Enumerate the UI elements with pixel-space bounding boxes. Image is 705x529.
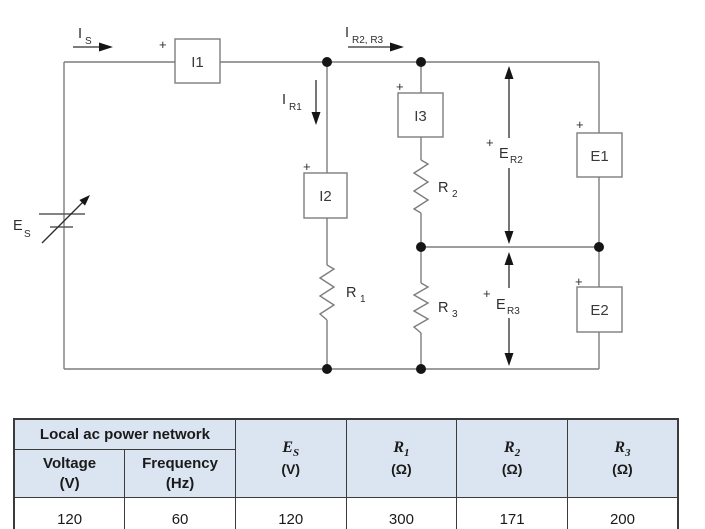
- label-er3-sub: R3: [507, 306, 520, 317]
- plus-er2: +: [486, 135, 494, 150]
- r2-unit: (Ω): [501, 460, 523, 477]
- ac-source-symbol: [39, 195, 90, 244]
- r2-symbol: R: [504, 438, 515, 456]
- meter-i2-label: I2: [319, 188, 332, 205]
- label-ir1-sub: R1: [289, 102, 302, 113]
- label-ir2r3: I: [345, 25, 349, 41]
- label-r2: R: [438, 180, 448, 196]
- meter-i2: I2: [303, 172, 348, 219]
- label-es-sub: S: [24, 229, 31, 240]
- plus-e2: +: [575, 274, 583, 289]
- label-r3-sub: 3: [452, 309, 458, 320]
- label-is: I: [78, 26, 82, 42]
- meter-e2: E2: [576, 286, 623, 333]
- current-arrow-ir1: [311, 80, 321, 125]
- table-header-r1: R1 (Ω): [345, 418, 458, 498]
- value-frequency: 60: [124, 497, 236, 529]
- plus-er3: +: [483, 286, 491, 301]
- r3-symbol: R: [614, 438, 626, 456]
- meter-i3: I3: [397, 92, 444, 138]
- meter-e1-label: E1: [590, 148, 608, 165]
- value-es: 120: [234, 497, 347, 529]
- meter-i1: I1: [174, 38, 221, 84]
- current-arrow-ir2r3: [348, 42, 404, 52]
- table-header-es: ES (V): [234, 418, 347, 498]
- es-unit: (V): [281, 460, 301, 477]
- junction-nodes: [322, 57, 604, 374]
- current-arrow-is: [73, 42, 113, 52]
- frequency-label: Frequency: [142, 455, 218, 472]
- table-header-voltage: Voltage (V): [13, 449, 126, 498]
- r1-symbol: R: [393, 438, 404, 456]
- resistor-r3-symbol: [412, 282, 430, 334]
- table-row: 120 60 120 300 171 200: [13, 497, 679, 529]
- plus-i3: +: [396, 79, 404, 94]
- label-er3: E: [496, 297, 506, 313]
- meter-i3-label: I3: [414, 108, 427, 125]
- label-ir1: I: [282, 92, 286, 108]
- meter-e2-label: E2: [590, 302, 608, 319]
- value-r3: 200: [566, 497, 679, 529]
- label-er2: E: [499, 146, 509, 162]
- label-r3: R: [438, 300, 448, 316]
- label-r1: R: [346, 285, 356, 301]
- r1-unit: (Ω): [391, 460, 412, 477]
- parameters-table: Local ac power network ES (V) R1 (Ω) R2 …: [13, 418, 679, 529]
- value-r1: 300: [345, 497, 458, 529]
- frequency-unit: (Hz): [165, 474, 195, 492]
- plus-i1: +: [159, 37, 167, 52]
- plus-i2: +: [303, 159, 311, 174]
- r1-symbol-sub: 1: [404, 446, 410, 459]
- value-r2: 171: [456, 497, 568, 529]
- r3-unit: (Ω): [612, 460, 633, 477]
- table-header-frequency: Frequency (Hz): [124, 449, 236, 498]
- voltage-unit: (V): [59, 474, 80, 492]
- resistor-r1-symbol: [318, 264, 336, 321]
- label-r2-sub: 2: [452, 189, 458, 200]
- es-symbol-sub: S: [293, 446, 300, 459]
- circuit-diagram: I1 I2 I3 E1 E2 I S +: [13, 25, 623, 374]
- voltage-arrow-er2: [504, 66, 514, 244]
- label-ir2r3-sub: R2, R3: [352, 35, 384, 46]
- meter-i1-label: I1: [191, 54, 204, 71]
- label-is-sub: S: [85, 36, 92, 47]
- table-header-r2: R2 (Ω): [456, 418, 568, 498]
- table-header-r3: R3 (Ω): [566, 418, 679, 498]
- voltage-label: Voltage: [43, 455, 97, 472]
- r3-symbol-sub: 3: [625, 446, 631, 459]
- group-header-text: Local ac power network: [39, 425, 210, 443]
- r2-symbol-sub: 2: [514, 446, 521, 459]
- plus-e1: +: [576, 117, 584, 132]
- value-voltage: 120: [13, 497, 126, 529]
- label-r1-sub: 1: [360, 294, 366, 305]
- es-symbol: E: [282, 438, 293, 456]
- label-er2-sub: R2: [510, 155, 523, 166]
- voltage-arrow-er3: [504, 252, 514, 366]
- label-es: E: [13, 218, 23, 234]
- resistor-r2-symbol: [412, 159, 430, 214]
- meter-e1: E1: [576, 132, 623, 178]
- table-group-header: Local ac power network: [13, 418, 236, 450]
